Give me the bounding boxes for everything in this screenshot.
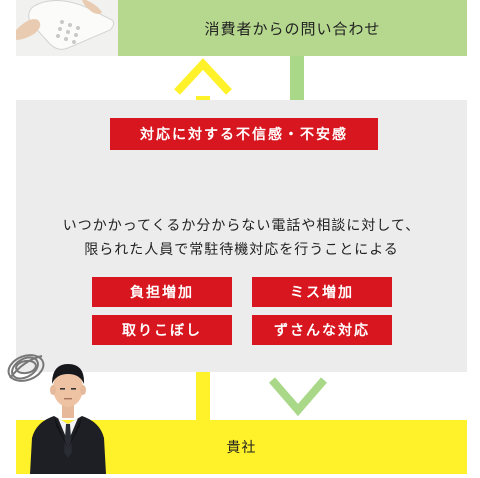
description-line-2: 限られた人員で常駐待機対応を行うことによる — [84, 242, 399, 258]
issue-box-burden: 負担増加 — [92, 277, 232, 307]
issue-label: 負担増加 — [130, 285, 194, 301]
distrust-anxiety-label: 対応に対する不信感・不安感 — [140, 127, 348, 143]
issue-label: 取りこぼし — [122, 323, 202, 339]
consumer-inquiry-label: 消費者からの問い合わせ — [204, 19, 381, 38]
company-label: 貴社 — [226, 440, 257, 456]
panel-description: いつかかってくるか分からない電話や相談に対して、 限られた人員で常駐待機対応を行… — [16, 214, 467, 262]
stressed-scribble-icon — [4, 350, 48, 390]
issue-label: ずさんな対応 — [274, 323, 370, 339]
businessman-photo — [26, 352, 110, 478]
consumer-inquiry-header: 消費者からの問い合わせ — [118, 0, 467, 56]
issue-box-missed: 取りこぼし — [92, 315, 232, 345]
issue-box-sloppy: ずさんな対応 — [252, 315, 392, 345]
telephone-photo — [16, 0, 118, 56]
issue-label: ミス増加 — [290, 285, 354, 301]
distrust-anxiety-box: 対応に対する不信感・不安感 — [110, 118, 378, 150]
up-arrow — [173, 56, 233, 96]
down-arrow — [268, 374, 328, 418]
issue-box-mistakes: ミス増加 — [252, 277, 392, 307]
description-line-1: いつかかってくるか分からない電話や相談に対して、 — [62, 218, 421, 234]
